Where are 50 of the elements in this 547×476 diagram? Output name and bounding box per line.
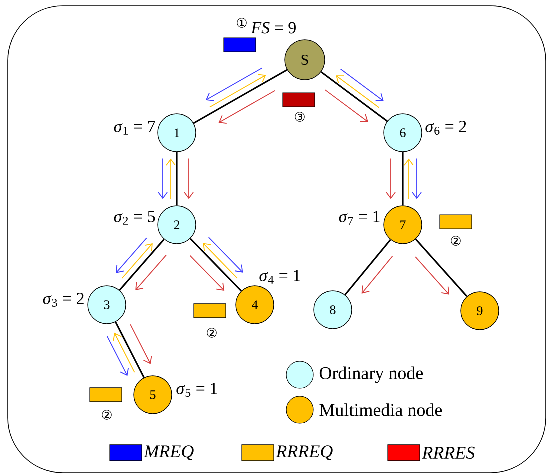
legend-label: MREQ [144,446,194,460]
message-arrow [412,158,422,200]
step-number: ③ [295,112,305,122]
message-arrow [404,158,414,200]
weight-label: FS = 9 [251,22,296,34]
weight-label: σ$_{6}$ = 2 [426,121,466,135]
message-arrow [209,74,266,108]
message-arrow [116,238,148,274]
step-number: ② [451,236,461,246]
message-arrow [362,256,394,294]
step-number: ② [102,410,112,420]
message-arrow [415,256,450,295]
link-line [119,239,165,291]
weight-label: σ$_{3}$ = 2 [43,293,84,307]
message-arrow [203,243,238,279]
link-line [344,239,392,296]
message-arrow [166,158,176,200]
weight-label: σ$_{2}$ = 5 [114,211,156,225]
legend-label: RRREQ [276,446,333,460]
legend-label: Ordinary node [320,366,424,384]
legend-label: RRRES [422,446,475,460]
message-arrow [336,76,380,108]
message-arrow [184,158,194,200]
link-line [320,72,388,122]
message-arrow [208,237,244,273]
legend-label: Multimedia node [320,404,442,416]
weight-label: σ$_{5}$ = 1 [176,383,218,397]
message-arrow [106,336,130,376]
step-number: ① [237,18,247,28]
message-arrow [218,90,276,124]
message-arrow [190,255,225,291]
link-line [190,238,242,292]
message-arrow [122,243,153,280]
link-line [193,69,288,124]
message-arrow [158,158,168,200]
weight-label: σ$_{7}$ = 1 [339,211,380,225]
message-arrow [130,324,152,364]
link-line [402,152,404,206]
message-arrow [386,158,396,200]
weight-label: σ$_{4}$ = 1 [260,270,300,284]
message-arrow [136,254,167,290]
message-arrow [206,68,263,102]
link-line [115,322,145,378]
link-line [415,238,468,298]
step-number: ② [207,328,217,338]
message-arrow [113,332,136,373]
message-arrow [324,90,368,122]
link-line [176,152,178,206]
message-arrow [340,68,384,102]
weight-label: σ$_{1}$ = 7 [114,121,156,135]
